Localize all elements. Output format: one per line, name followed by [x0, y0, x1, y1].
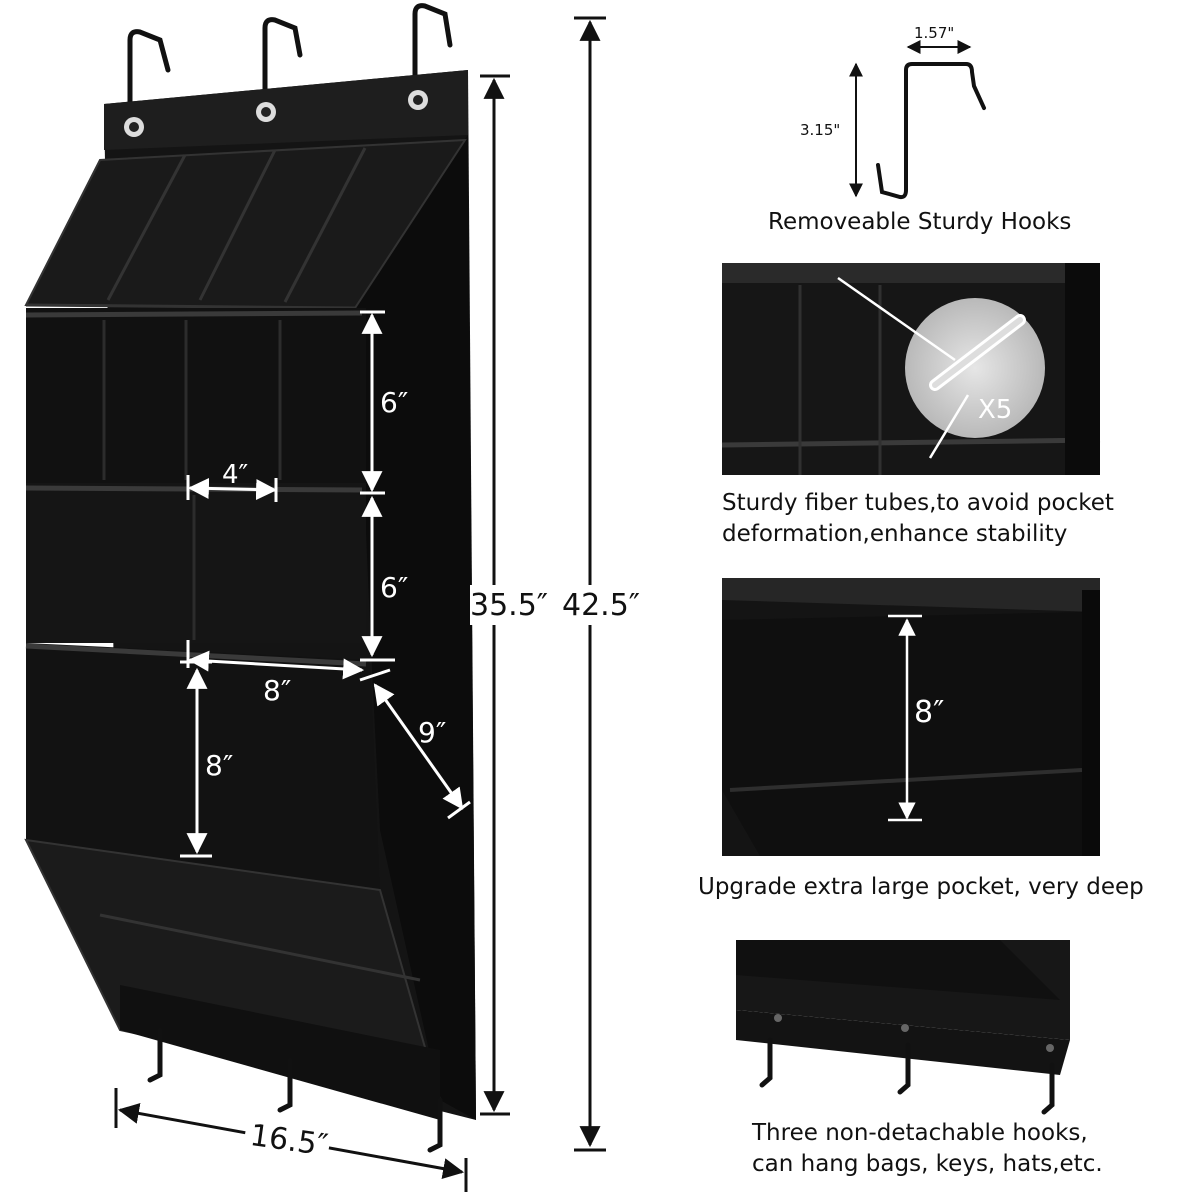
pocket-detail-depth-label: 8″	[914, 695, 944, 730]
hook-shape	[876, 62, 986, 200]
tube-caption-line-2: deformation,enhance stability	[722, 521, 1068, 547]
top-hooks	[127, 3, 453, 121]
pocket-row-2	[26, 308, 366, 483]
pocket-depth-label: 9″	[418, 716, 446, 749]
tube-detail-photo	[721, 263, 1101, 475]
grommets	[124, 90, 428, 137]
tube-caption-line-1: Sturdy fiber tubes,to avoid pocket	[722, 490, 1114, 516]
pocket-caption: Upgrade extra large pocket, very deep	[698, 874, 1144, 900]
pocket-detail-photo	[722, 578, 1100, 856]
total-height-label: 42.5″	[562, 588, 640, 623]
hook-caption: Removeable Sturdy Hooks	[768, 209, 1072, 235]
pocket-dimension-lines	[180, 310, 471, 858]
hook-detail	[849, 40, 986, 200]
tube-caption: Sturdy fiber tubes,to avoid pocket defor…	[722, 488, 1114, 550]
tube-count-label: X5	[978, 395, 1012, 425]
pocket-height-top-label: 6″	[380, 386, 408, 419]
pocket-row-3	[26, 483, 366, 643]
door-organizer	[24, 3, 476, 1153]
hook-width-label: 1.57"	[914, 24, 954, 42]
hook-height-label: 3.15"	[800, 121, 840, 139]
bottom-hooks-detail-photo	[736, 940, 1070, 1115]
pocket-width-large-label: 8″	[263, 674, 291, 707]
bottom-hooks-caption-line-2: can hang bags, keys, hats,etc.	[752, 1151, 1103, 1177]
bottom-hooks-caption: Three non-detachable hooks, can hang bag…	[752, 1118, 1103, 1180]
body-height-label: 35.5″	[470, 588, 548, 623]
pocket-dimension-labels: 6″ 6″ 4″ 8″ 8″ 9″	[205, 386, 446, 782]
pocket-height-large-label: 8″	[205, 749, 233, 782]
pocket-height-mid-label: 6″	[380, 571, 408, 604]
pocket-width-small-label: 4″	[222, 460, 249, 490]
bottom-hooks-caption-line-1: Three non-detachable hooks,	[752, 1120, 1088, 1146]
